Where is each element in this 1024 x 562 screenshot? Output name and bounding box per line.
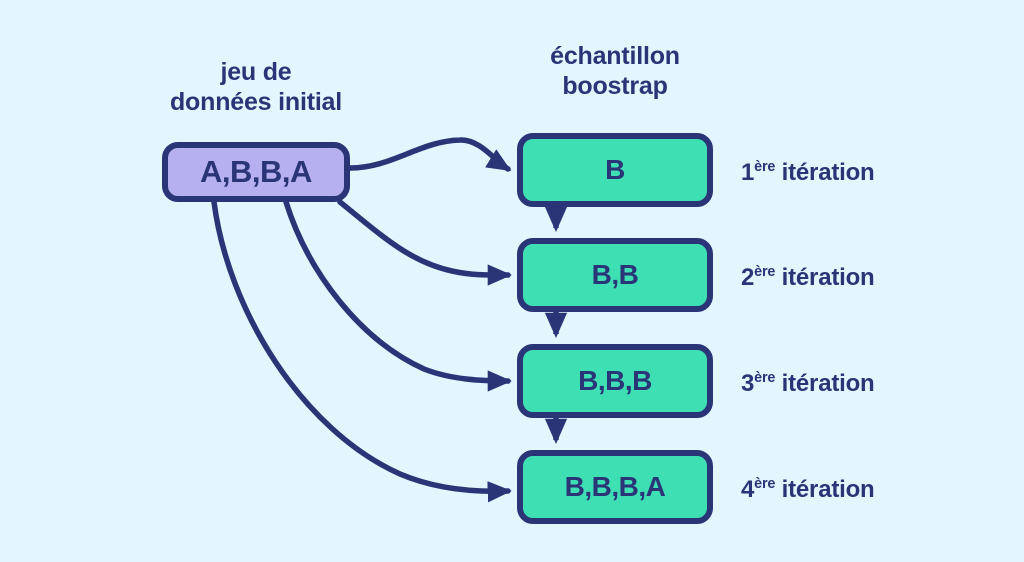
iteration-number-4: 4 bbox=[741, 476, 755, 503]
iteration-label-2: 2ère itération bbox=[741, 264, 991, 292]
iteration-ordinal-2: ère bbox=[754, 264, 776, 280]
bootstrap-sample-node-3[interactable]: B,B,B bbox=[517, 344, 713, 418]
curved-arrow-to-sample-2 bbox=[337, 199, 512, 286]
bootstrap-sample-node-2[interactable]: B,B bbox=[517, 238, 713, 312]
bootstrap-sample-label-3: B,B,B bbox=[578, 365, 652, 396]
iteration-label-4: 4ère itération bbox=[741, 476, 991, 504]
bootstrap-sample-label-1: B bbox=[605, 154, 625, 185]
bootstrap-sample-label-4: B,B,B,A bbox=[564, 471, 666, 502]
initial-dataset-label: A,B,B,A bbox=[200, 154, 312, 189]
iteration-ordinal-3: ère bbox=[754, 370, 776, 386]
curved-arrow-to-sample-3 bbox=[283, 199, 512, 392]
bootstrap-sample-label-2: B,B bbox=[591, 259, 639, 290]
iteration-ordinal-4: ère bbox=[754, 476, 776, 492]
iteration-word-1: itération bbox=[775, 159, 875, 186]
iteration-number-1: 1 bbox=[741, 159, 755, 186]
iteration-word-3: itération bbox=[775, 370, 875, 397]
bootstrap-sample-node-1[interactable]: B bbox=[517, 133, 713, 207]
iteration-label-1: 1ère itération bbox=[741, 159, 991, 187]
initial-dataset-node[interactable]: A,B,B,A bbox=[162, 142, 350, 202]
iteration-number-2: 2 bbox=[741, 264, 755, 291]
heading-initial-dataset: jeu de données initial bbox=[169, 58, 343, 116]
iteration-word-4: itération bbox=[775, 476, 875, 503]
heading-bootstrap-sample: échantillon boostrap bbox=[550, 42, 680, 100]
iteration-number-3: 3 bbox=[741, 370, 755, 397]
bootstrap-sample-node-4[interactable]: B,B,B,A bbox=[517, 450, 713, 524]
iteration-label-3: 3ère itération bbox=[741, 370, 991, 398]
curved-arrow-to-sample-4 bbox=[211, 199, 512, 503]
iteration-ordinal-1: ère bbox=[754, 159, 776, 175]
curved-arrow-to-sample-1 bbox=[347, 137, 512, 172]
iteration-word-2: itération bbox=[775, 264, 875, 291]
